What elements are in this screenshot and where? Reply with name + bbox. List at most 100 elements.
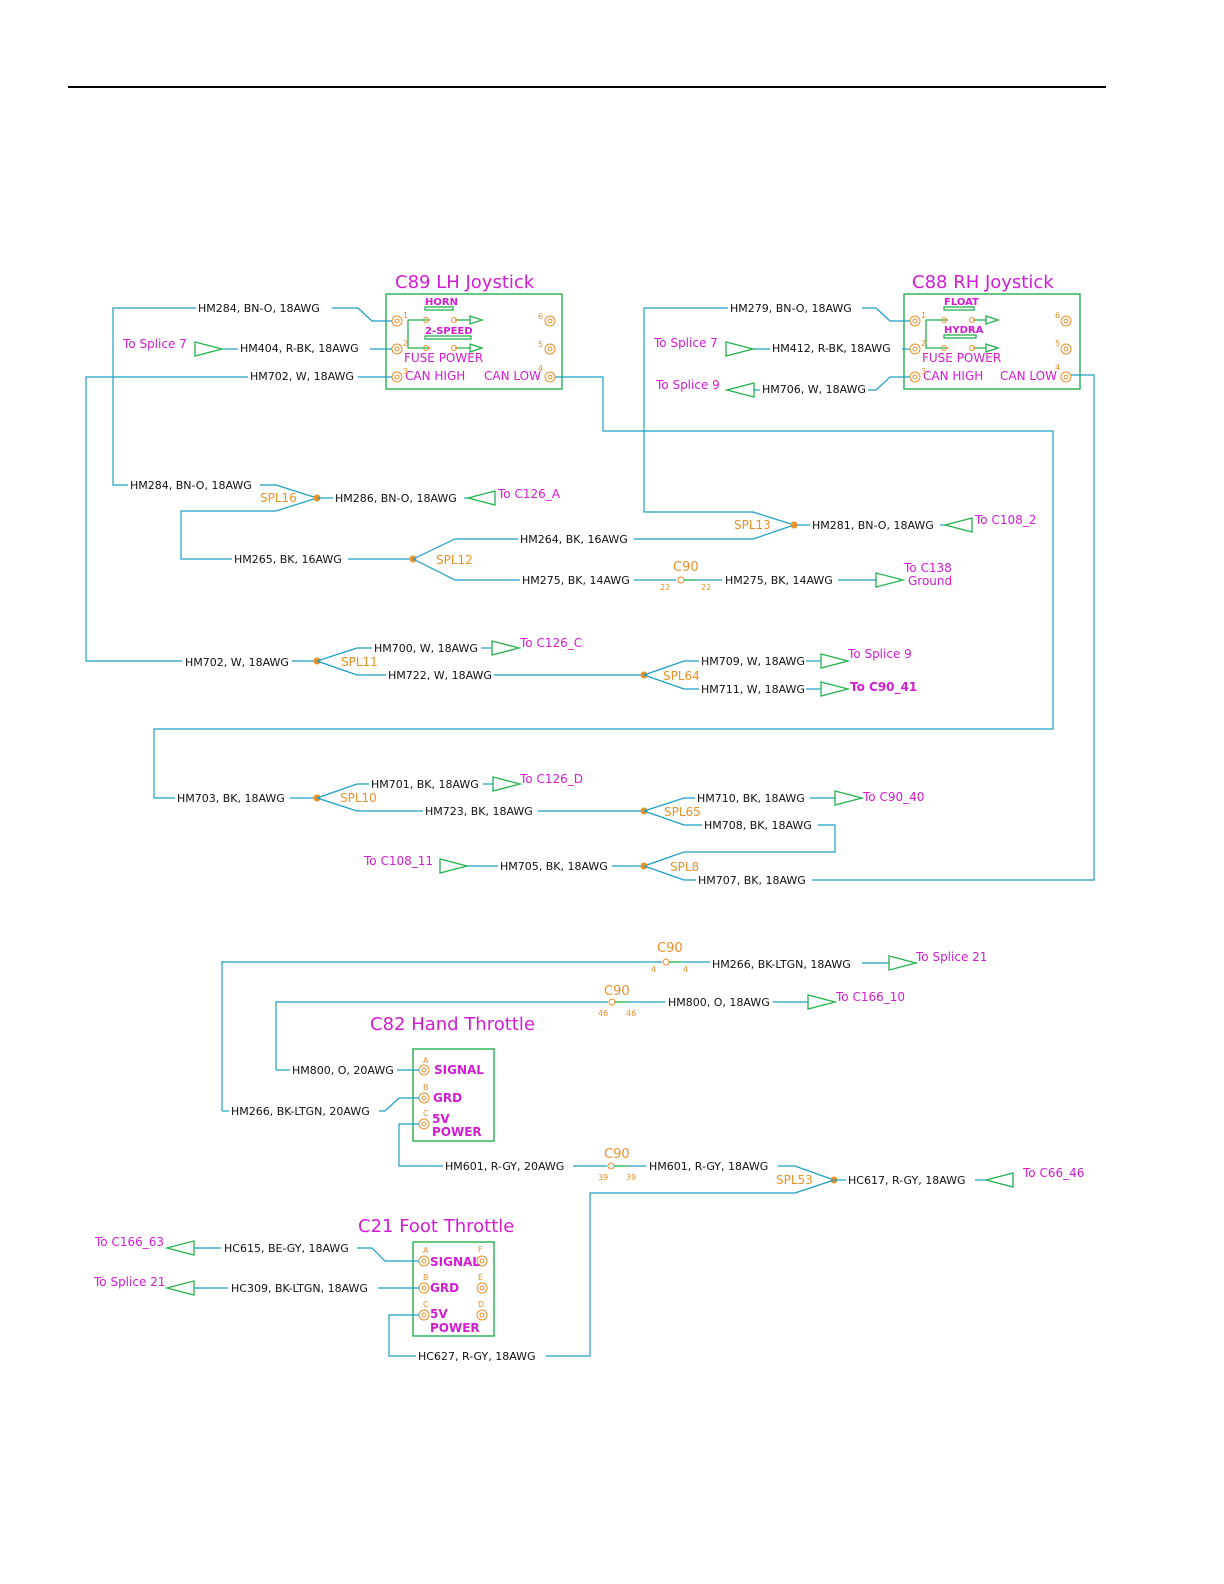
connector-arrow <box>820 653 851 669</box>
destination-label: To Splice 7 <box>122 337 187 351</box>
svg-text:B: B <box>423 1273 429 1282</box>
destination-label: To Splice 7 <box>653 336 718 350</box>
wire-label: HM702, W, 18AWG <box>185 656 289 669</box>
destination-label: Ground <box>908 574 952 588</box>
svg-text:4: 4 <box>683 965 688 974</box>
inline-connector-c90: C90 39 39 <box>598 1147 636 1182</box>
svg-text:46: 46 <box>626 1009 636 1018</box>
hydra-label: HYDRA <box>944 325 984 336</box>
wire-label: HM266, BK-LTGN, 18AWG <box>712 958 851 971</box>
wire-label: HM702, W, 18AWG <box>250 370 354 383</box>
svg-text:E: E <box>478 1273 483 1282</box>
wire-label: HC627, R-GY, 18AWG <box>418 1350 536 1363</box>
grd-label: GRD <box>433 1091 462 1105</box>
svg-text:C: C <box>423 1300 429 1309</box>
connector-arrow <box>491 640 522 656</box>
connector-arrow <box>194 341 225 357</box>
svg-text:3: 3 <box>403 367 408 376</box>
destination-label: To Splice 9 <box>655 378 720 392</box>
svg-text:4: 4 <box>1055 363 1060 372</box>
svg-text:B: B <box>423 1083 429 1092</box>
wire-label: HM711, W, 18AWG <box>701 683 805 696</box>
c21-foot-throttle: C21 Foot Throttle A B C F E D SIGNAL GRD… <box>358 1216 514 1337</box>
wire-label: HM275, BK, 14AWG <box>725 574 833 587</box>
splice-group-3: HM703, BK, 18AWG SPL10 HM701, BK, 18AWG … <box>177 772 924 887</box>
float-label: FLOAT <box>944 297 979 308</box>
wire-label: HM707, BK, 18AWG <box>698 874 806 887</box>
destination-label: To C166_63 <box>94 1235 164 1249</box>
wire-label: HM705, BK, 18AWG <box>500 860 608 873</box>
connector-arrow <box>875 572 906 588</box>
inline-connector-c90: C90 46 46 <box>598 984 636 1018</box>
wire-label: HM266, BK-LTGN, 20AWG <box>231 1105 370 1118</box>
destination-label: To Splice 9 <box>847 647 912 661</box>
wire-label: HM800, O, 20AWG <box>292 1064 394 1077</box>
svg-text:46: 46 <box>598 1009 608 1018</box>
splice-label: SPL13 <box>734 518 771 532</box>
5v-label: 5V <box>432 1112 450 1126</box>
svg-text:39: 39 <box>626 1173 636 1182</box>
svg-text:3: 3 <box>921 367 926 376</box>
wire-label: HM723, BK, 18AWG <box>425 805 533 818</box>
connector-arrow <box>834 790 865 806</box>
c88-rh-joystick: C88 RH Joystick FLOAT HYDRA FUSE POWER C… <box>903 272 1081 390</box>
wire-label: HM710, BK, 18AWG <box>697 792 805 805</box>
svg-text:F: F <box>478 1245 483 1254</box>
c89-title: C89 LH Joystick <box>395 272 535 293</box>
destination-label: To C138 <box>903 561 952 575</box>
svg-text:6: 6 <box>1055 311 1060 320</box>
destination-label: To C90_40 <box>862 790 924 804</box>
splice-label: SPL10 <box>340 791 377 805</box>
destination-label: To C166_10 <box>835 990 905 1004</box>
destination-label: To C90_41 <box>850 680 917 695</box>
svg-text:4: 4 <box>651 965 656 974</box>
connector-arrow <box>942 517 973 533</box>
splice-label: SPL53 <box>776 1173 813 1187</box>
wire-label: HM703, BK, 18AWG <box>177 792 285 805</box>
two-speed-label: 2-SPEED <box>425 326 473 337</box>
destination-label: To C108_2 <box>974 513 1036 527</box>
svg-text:6: 6 <box>538 312 543 321</box>
splice-label: SPL65 <box>664 805 701 819</box>
svg-text:C90: C90 <box>657 941 683 956</box>
wire-label: HM279, BN-O, 18AWG <box>730 302 852 315</box>
destination-label: To Splice 21 <box>915 950 987 964</box>
lower-wiring: C90 4 4 HM266, BK-LTGN, 18AWG To Splice … <box>93 941 1084 1363</box>
inline-connector-c90: C90 4 4 <box>651 941 688 974</box>
splice-label: SPL11 <box>341 655 378 669</box>
wire-label: HM281, BN-O, 18AWG <box>812 519 934 532</box>
splice-group-1: HM284, BN-O, 18AWG SPL16 HM286, BN-O, 18… <box>130 479 1036 592</box>
splice-label: SPL8 <box>670 860 699 874</box>
svg-text:5: 5 <box>538 340 543 349</box>
connector-arrow <box>725 341 756 357</box>
inline-connector-c90: C90 22 22 <box>660 560 711 592</box>
connector-arrow <box>164 1240 195 1256</box>
splice-group-2: HM702, W, 18AWG SPL11 HM700, W, 18AWG To… <box>185 636 917 697</box>
horn-label: HORN <box>425 297 458 308</box>
svg-text:C: C <box>423 1109 429 1118</box>
splice-dot <box>790 521 798 529</box>
c82-title: C82 Hand Throttle <box>370 1014 535 1035</box>
splice-label: SPL64 <box>663 669 700 683</box>
wire-label: HC309, BK-LTGN, 18AWG <box>231 1282 368 1295</box>
wire-label: HM264, BK, 16AWG <box>520 533 628 546</box>
wire-label: HC617, R-GY, 18AWG <box>848 1174 966 1187</box>
destination-label: To C108_11 <box>363 854 433 868</box>
c88-title: C88 RH Joystick <box>912 272 1054 293</box>
svg-text:39: 39 <box>598 1173 608 1182</box>
connector-arrow <box>492 776 523 792</box>
svg-text:22: 22 <box>660 583 670 592</box>
destination-label: To C126_D <box>519 772 583 786</box>
top-wiring: HM284, BN-O, 18AWG HM404, R-BK, 18AWG To… <box>85 302 1095 881</box>
svg-text:C90: C90 <box>604 984 630 999</box>
power-label: POWER <box>430 1321 480 1335</box>
c21-title: C21 Foot Throttle <box>358 1216 514 1237</box>
svg-text:C90: C90 <box>673 560 699 575</box>
destination-label: To Splice 21 <box>93 1275 165 1289</box>
signal-label: SIGNAL <box>434 1063 484 1077</box>
wire-label: HM700, W, 18AWG <box>374 642 478 655</box>
svg-text:2: 2 <box>921 339 926 348</box>
wire-label: HM701, BK, 18AWG <box>371 778 479 791</box>
wire-label: HM800, O, 18AWG <box>668 996 770 1009</box>
connector-arrow <box>164 1280 195 1296</box>
